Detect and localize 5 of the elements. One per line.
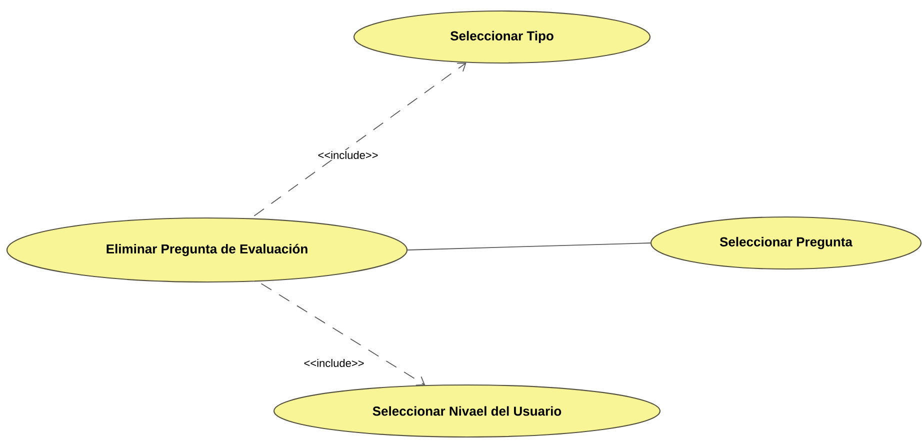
edge-label: <<include>> — [316, 150, 380, 160]
include-arrow — [260, 283, 426, 386]
include-arrow — [254, 62, 466, 216]
association-line — [407, 242, 651, 250]
edge-label: <<include>> — [302, 358, 366, 368]
